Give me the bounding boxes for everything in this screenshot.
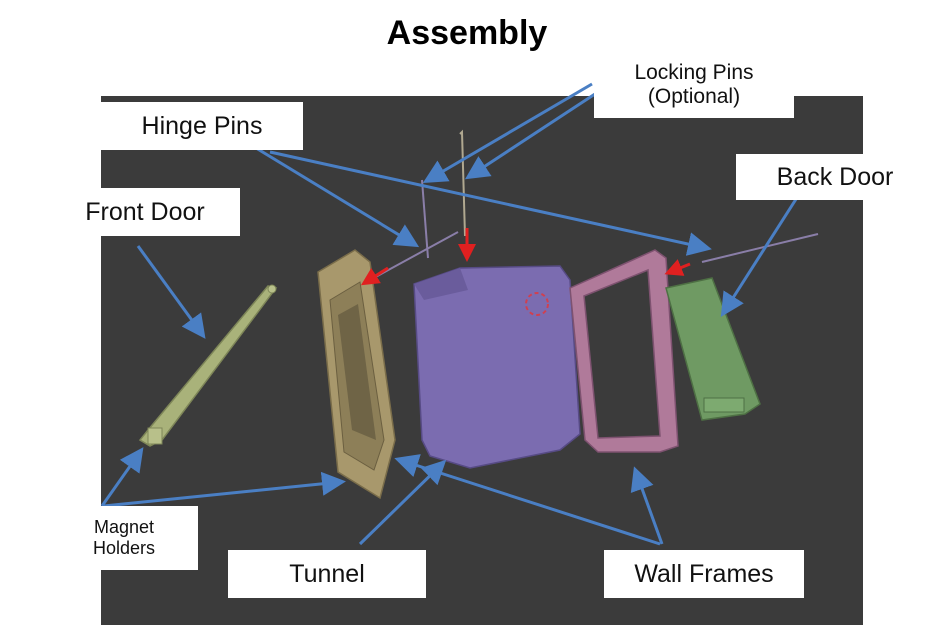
- arrow-wall-frame-left: [394, 454, 661, 546]
- arrow-wall-frame-right: [630, 466, 664, 545]
- label-locking-pins-line1: Locking Pins: [634, 60, 754, 84]
- label-tunnel-text: Tunnel: [289, 559, 365, 588]
- arrow-hinge-pin-left: [255, 146, 420, 248]
- wall-frame-part: [569, 249, 679, 453]
- page-title: Assembly: [386, 14, 548, 52]
- arrow-magnet-holder-right: [103, 471, 346, 508]
- arrow-back-door: [720, 195, 800, 318]
- locking-pin-left: [421, 179, 429, 259]
- label-magnet-holders-line1: Magnet: [93, 517, 155, 538]
- locking-pin-right: [459, 129, 466, 237]
- label-magnet-holders: Magnet Holders: [50, 506, 198, 570]
- label-hinge-pins-text: Hinge Pins: [141, 111, 263, 140]
- red-arrow-tunnel-frame: [360, 266, 389, 286]
- arrow-tunnel: [358, 459, 447, 546]
- tunnel-part: [413, 265, 581, 469]
- arrow-locking-pin-left: [422, 82, 593, 184]
- label-back-door-text: Back Door: [776, 162, 894, 191]
- arrow-hinge-pin-right: [269, 150, 712, 256]
- label-locking-pins: Locking Pins (Optional): [594, 52, 794, 118]
- arrow-front-door: [136, 245, 206, 339]
- label-front-door: Front Door: [50, 188, 240, 236]
- label-front-door-text: Front Door: [85, 197, 205, 226]
- hinge-pin-right: [701, 233, 819, 263]
- arrow-magnet-holder-left: [100, 447, 144, 507]
- red-arrow-wall-frame: [664, 259, 691, 276]
- label-locking-pins-line2: (Optional): [647, 85, 741, 108]
- label-tunnel: Tunnel: [228, 550, 426, 598]
- label-back-door: Back Door: [736, 154, 934, 200]
- tunnel-frame-part: [317, 249, 396, 500]
- arrow-locking-pin-right: [464, 90, 599, 180]
- label-magnet-holders-line2: Holders: [92, 538, 156, 558]
- label-wall-frames: Wall Frames: [604, 550, 804, 598]
- front-door-part: [138, 284, 278, 447]
- label-hinge-pins: Hinge Pins: [101, 102, 303, 150]
- hinge-pin-left: [369, 231, 459, 281]
- label-wall-frames-text: Wall Frames: [634, 559, 774, 588]
- back-door-part: [665, 277, 761, 421]
